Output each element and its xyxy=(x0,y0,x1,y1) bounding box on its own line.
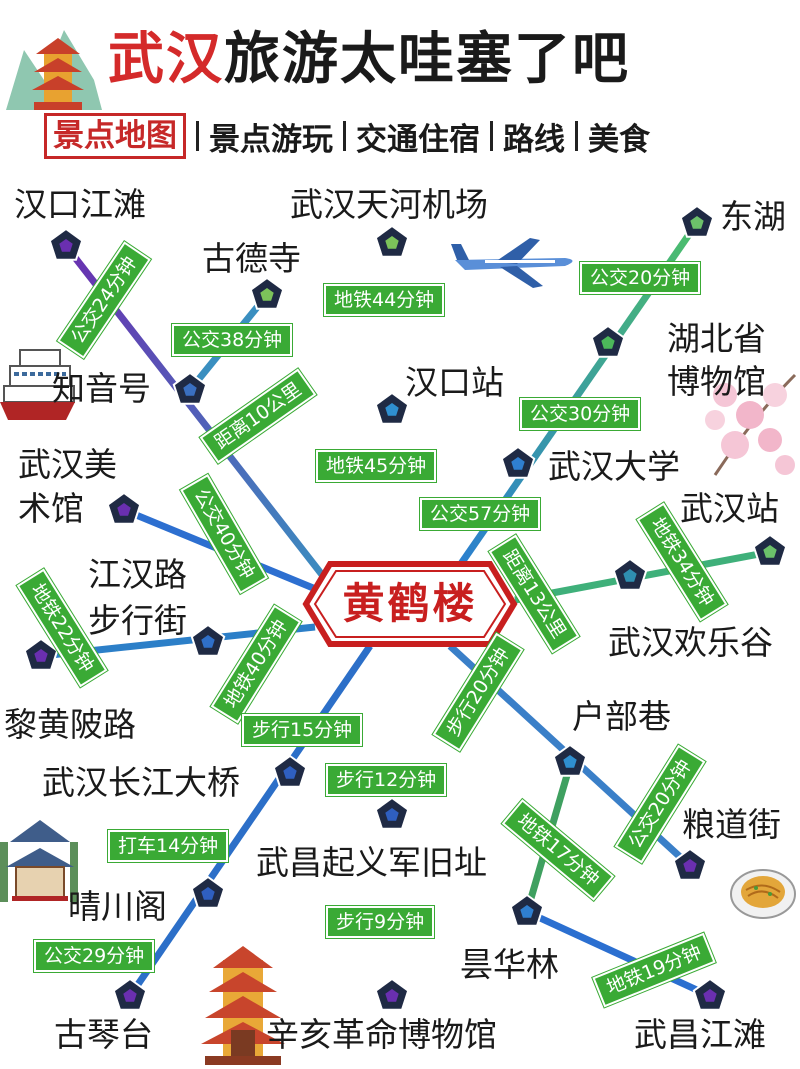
station-donghu: 东湖 xyxy=(720,197,786,236)
travel-badge: 地铁44分钟 xyxy=(324,284,445,316)
station-wuhan-station: 武汉站 xyxy=(680,489,779,528)
line-wuchang-jiangtan xyxy=(525,908,712,1000)
travel-badge: 步行12分钟 xyxy=(326,764,447,796)
hub-hexagon-inner xyxy=(313,570,507,638)
category-nav: 景点地图 景点游玩 交通住宿 路线 美食 xyxy=(44,113,650,159)
node-hubuxiang xyxy=(552,743,588,777)
travel-badge: 公交20分钟 xyxy=(580,262,701,294)
node-hankou-jiangtan xyxy=(48,227,84,261)
station-guqintai: 古琴台 xyxy=(54,1015,153,1054)
nav-item-map[interactable]: 景点地图 xyxy=(44,113,186,159)
nav-separator xyxy=(490,121,493,151)
node-wuchang-jiangtan xyxy=(692,977,728,1011)
station-art-museum-line1: 武汉美 xyxy=(18,445,117,484)
node-qingchuange xyxy=(190,875,226,909)
station-hubuxiang: 户部巷 xyxy=(572,697,671,736)
travel-badge: 步行15分钟 xyxy=(242,714,363,746)
nav-separator xyxy=(196,121,199,151)
station-wuhan-university: 武汉大学 xyxy=(548,447,680,486)
node-wuhan-station xyxy=(752,533,788,567)
station-hankou-station: 汉口站 xyxy=(405,363,504,402)
station-happy-valley: 武汉欢乐谷 xyxy=(608,623,773,662)
airplane-icon xyxy=(451,238,573,288)
hot-dry-noodles-icon xyxy=(730,862,796,922)
node-yangtze-bridge xyxy=(272,754,308,788)
node-xinhai xyxy=(374,977,410,1011)
cherry-blossom-icon xyxy=(695,365,800,485)
nav-separator xyxy=(343,121,346,151)
station-hankou-jiangtan: 汉口江滩 xyxy=(14,185,146,224)
station-tanhualin: 昙华林 xyxy=(460,945,559,984)
station-jianghanlu-line1: 江汉路 xyxy=(88,555,187,594)
hub-yellow-crane-tower: 黄鹤楼 xyxy=(342,579,478,628)
node-hankou-station xyxy=(374,391,410,425)
station-jianghanlu-line2: 步行街 xyxy=(88,601,187,640)
node-tanhualin xyxy=(509,893,545,927)
travel-badge: 步行9分钟 xyxy=(326,906,435,938)
travel-badge: 公交38分钟 xyxy=(172,324,293,356)
travel-badge: 公交30分钟 xyxy=(520,398,641,430)
station-xinhai-museum: 辛亥革命博物馆 xyxy=(266,1015,497,1054)
station-art-museum-line2: 术馆 xyxy=(18,489,84,528)
station-yangtze-bridge: 武汉长江大桥 xyxy=(42,763,240,802)
page-title: 武汉旅游太哇塞了吧 xyxy=(108,14,630,95)
node-uprising xyxy=(374,796,410,830)
station-hubei-museum-line1: 湖北省 xyxy=(667,319,766,358)
node-wuhan-university xyxy=(500,445,536,479)
station-gudesi: 古德寺 xyxy=(202,239,301,278)
title-rest: 旅游太哇塞了吧 xyxy=(224,27,630,92)
travel-badge: 地铁45分钟 xyxy=(316,450,437,482)
nav-item-attractions[interactable]: 景点游玩 xyxy=(209,121,333,158)
station-qingchuange: 晴川阁 xyxy=(68,887,167,926)
pavilion-icon xyxy=(0,812,80,902)
node-hubei-museum xyxy=(590,324,626,358)
nav-item-food[interactable]: 美食 xyxy=(588,121,650,158)
line-guqintai xyxy=(127,644,373,998)
nav-item-routes[interactable]: 路线 xyxy=(503,121,565,158)
travel-badge: 公交29分钟 xyxy=(34,940,155,972)
travel-badge: 公交57分钟 xyxy=(420,498,541,530)
station-lihuangpilu: 黎黄陂路 xyxy=(4,705,136,744)
yellow-crane-tower-icon xyxy=(4,10,104,110)
node-art-museum xyxy=(106,491,142,525)
node-donghu xyxy=(679,204,715,238)
yellow-crane-tower-illustration xyxy=(195,940,290,1065)
node-lihuangpi xyxy=(23,637,59,671)
node-zhiyinhao xyxy=(172,371,208,405)
travel-badge: 打车14分钟 xyxy=(108,830,229,862)
station-tianhe-airport: 武汉天河机场 xyxy=(290,185,488,224)
node-guqintai xyxy=(112,977,148,1011)
node-airport xyxy=(374,224,410,258)
node-happy-valley xyxy=(612,557,648,591)
station-hubei-museum-line2: 博物馆 xyxy=(667,362,766,401)
node-liangdaojie xyxy=(672,847,708,881)
cruise-ship-icon xyxy=(0,340,75,425)
node-gudesi xyxy=(249,276,285,310)
station-wuchang-jiangtan: 武昌江滩 xyxy=(634,1015,766,1054)
station-wuchang-uprising: 武昌起义军旧址 xyxy=(256,843,487,882)
nav-item-transport[interactable]: 交通住宿 xyxy=(356,121,480,158)
station-zhiyinhao: 知音号 xyxy=(52,369,151,408)
node-jianghanlu xyxy=(190,623,226,657)
station-liangdaojie: 粮道街 xyxy=(682,805,781,844)
title-city: 武汉 xyxy=(108,27,224,92)
station-nodes xyxy=(23,204,788,1011)
nav-separator xyxy=(575,121,578,151)
